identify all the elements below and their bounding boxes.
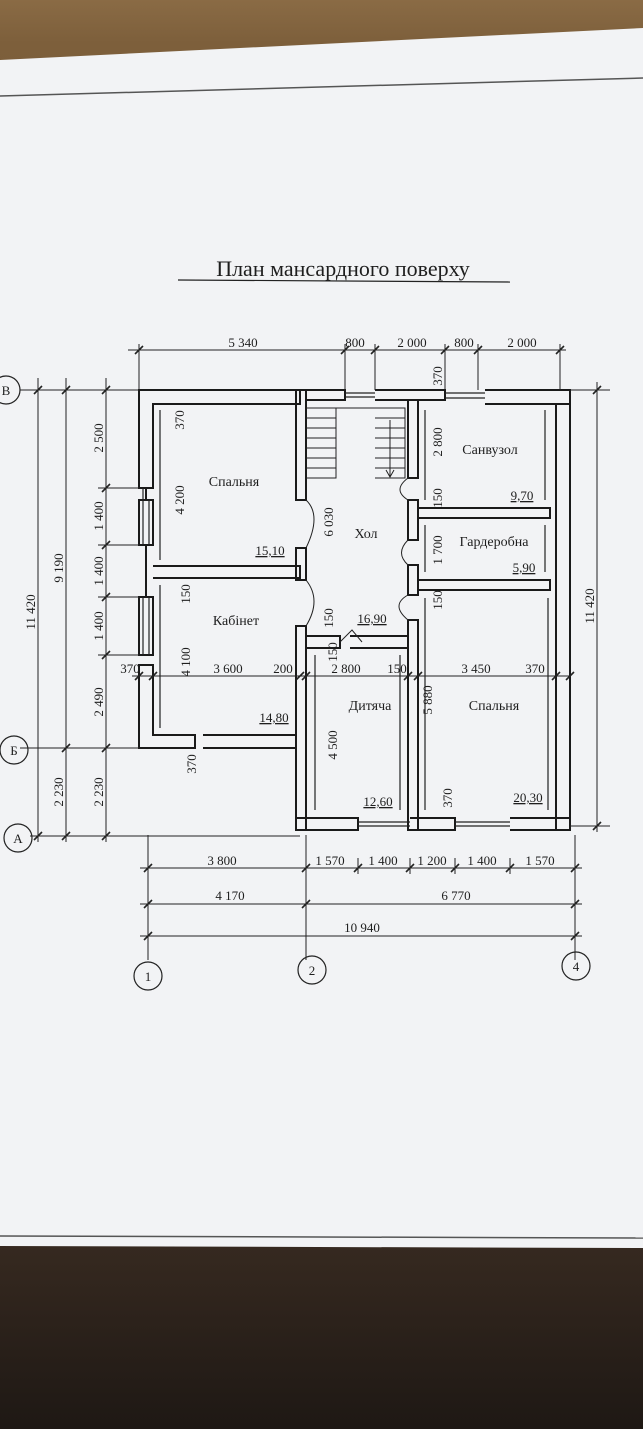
room-name: Спальня: [469, 699, 520, 714]
interior-dimension-labels: 370 3 600 200 2 800 150 3 450 370 370 4 …: [120, 366, 545, 808]
room-name: Санвузол: [462, 443, 517, 458]
door-swings: [305, 477, 409, 643]
axis-label: В: [2, 383, 11, 398]
dim-label: 1 570: [315, 853, 344, 868]
dim-label: 5 340: [228, 335, 257, 350]
dim-label: 2 800: [331, 661, 360, 676]
axis-markers: [0, 375, 591, 991]
dim-label: 2 000: [397, 335, 426, 350]
dim-label: 370: [184, 754, 199, 774]
dim-label: 5 880: [420, 685, 435, 714]
axis-label: 4: [573, 959, 580, 974]
dim-label: 3 600: [213, 661, 242, 676]
room-name: Хол: [354, 527, 377, 542]
left-dimension-labels: 11 420 9 190 2 230 2 500 1 400 1 400 1 4…: [23, 423, 106, 806]
dim-label: 1 570: [525, 853, 554, 868]
dim-label: 4 200: [172, 485, 187, 514]
dim-label: 2 000: [507, 335, 536, 350]
dim-label: 6 770: [441, 888, 470, 903]
axis-label: А: [13, 831, 23, 846]
room-area: 20,30: [513, 790, 542, 805]
dim-label: 4 100: [178, 647, 193, 676]
dim-label: 4 170: [215, 888, 244, 903]
plan-title: План мансардного поверху: [216, 256, 470, 281]
dim-label: 370: [120, 661, 140, 676]
dim-label: 150: [321, 608, 336, 628]
room-name: Спальня: [209, 475, 260, 490]
dim-label: 370: [525, 661, 545, 676]
dim-label: 150: [178, 584, 193, 604]
bottom-dimension-labels: 3 800 1 570 1 400 1 200 1 400 1 570 4 17…: [207, 853, 554, 935]
dim-label: 2 230: [51, 777, 66, 806]
dim-label: 1 400: [368, 853, 397, 868]
dim-label: 2 230: [91, 777, 106, 806]
dim-label: 370: [440, 788, 455, 808]
room-area: 12,60: [363, 794, 392, 809]
top-dimension-labels: 5 340 800 2 000 800 2 000: [228, 335, 536, 350]
dim-label: 1 700: [430, 535, 445, 564]
dim-label: 370: [172, 410, 187, 430]
dim-label: 2 500: [91, 423, 106, 452]
room-name: Дитяча: [349, 699, 392, 714]
room-labels: Спальня 15,10 Кабінет 14,80 Хол 16,90 Са…: [209, 443, 543, 809]
room-area: 14,80: [259, 710, 288, 725]
dim-label: 10 940: [344, 920, 380, 935]
dim-label: 11 420: [582, 588, 597, 623]
dim-label: 6 030: [321, 507, 336, 536]
dim-label: 150: [325, 642, 340, 662]
room-area: 5,90: [513, 560, 536, 575]
dim-label: 1 400: [91, 611, 106, 640]
room-outlines: [142, 392, 549, 827]
axis-label: 1: [145, 969, 152, 984]
dim-label: 150: [387, 661, 407, 676]
dim-label: 3 800: [207, 853, 236, 868]
dim-label: 370: [430, 366, 445, 386]
dim-label: 150: [430, 488, 445, 508]
axis-label: 2: [309, 963, 316, 978]
dim-label: 150: [430, 590, 445, 610]
dim-label: 1 400: [467, 853, 496, 868]
paper-sheet: [0, 28, 643, 1248]
dim-label: 800: [345, 335, 365, 350]
room-area: 15,10: [255, 543, 284, 558]
dimension-ticks: [33, 345, 602, 941]
dim-label: 2 490: [91, 687, 106, 716]
room-name: Кабінет: [213, 614, 259, 629]
axis-labels: 1 2 4 В Б А: [2, 383, 580, 984]
staircase: [306, 407, 406, 479]
dim-label: 800: [454, 335, 474, 350]
dim-label: 9 190: [51, 553, 66, 582]
dim-label: 4 500: [325, 730, 340, 759]
dim-label: 200: [273, 661, 293, 676]
dim-label: 2 800: [430, 427, 445, 456]
outer-walls: [138, 389, 571, 831]
dimension-lines: [20, 344, 610, 960]
dim-label: 3 450: [461, 661, 490, 676]
dim-label: 1 400: [91, 556, 106, 585]
dim-label: 1 200: [417, 853, 446, 868]
room-area: 9,70: [511, 488, 534, 503]
room-name: Гардеробна: [460, 535, 530, 550]
axis-label: Б: [10, 743, 17, 758]
room-area: 16,90: [357, 611, 386, 626]
dim-label: 1 400: [91, 501, 106, 530]
dim-label: 11 420: [23, 594, 38, 629]
